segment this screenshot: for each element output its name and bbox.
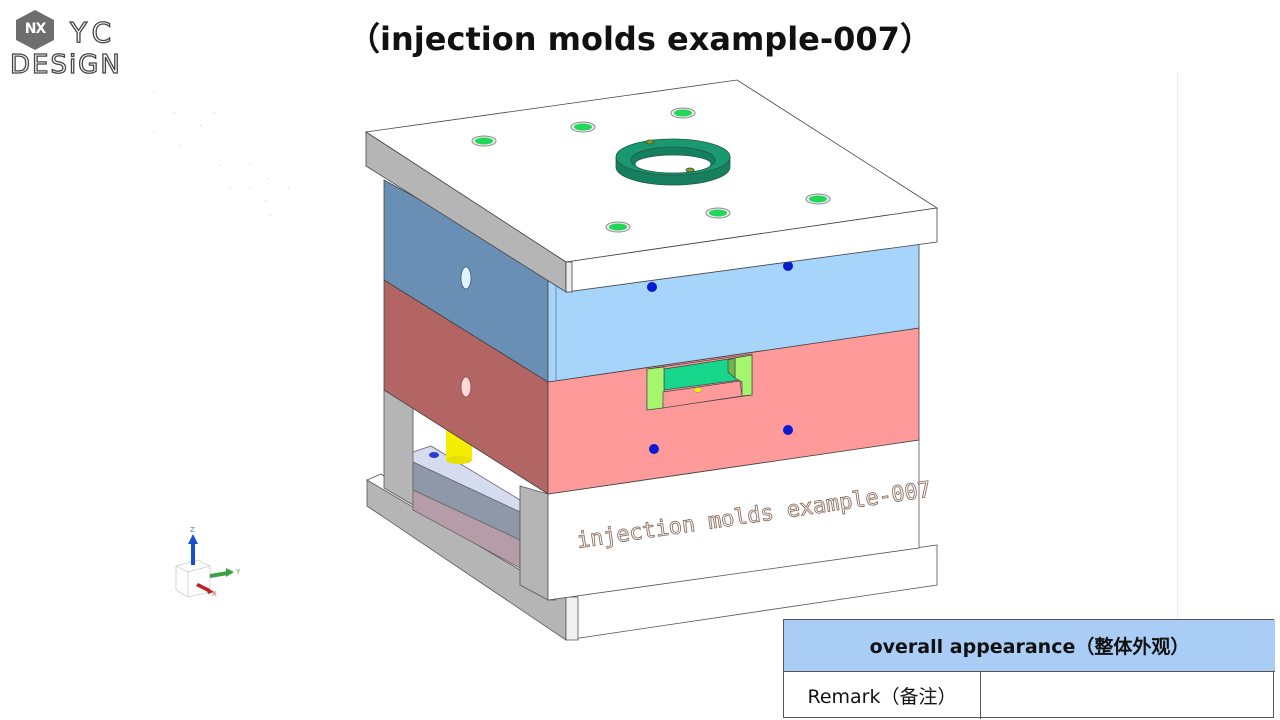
axis-triad[interactable]: Z Y X <box>175 526 241 598</box>
z-axis-arrow <box>188 534 198 565</box>
screw-head <box>705 207 731 219</box>
viewport-border <box>1177 72 1178 632</box>
cavity-insert <box>646 353 753 411</box>
screw-head <box>670 107 696 119</box>
mold-3d-view[interactable]: injection molds example-007 Z Y X <box>0 60 1280 660</box>
nx-hexagon-icon <box>16 10 54 50</box>
x-axis-arrow <box>196 583 214 594</box>
info-table: overall appearance（整体外观） Remark（备注） <box>783 619 1275 719</box>
y-axis-arrow <box>210 568 234 578</box>
screw-head <box>570 121 596 133</box>
logo-badge-text: NX <box>24 21 47 37</box>
remark-label: Remark（备注） <box>784 672 981 719</box>
remark-value[interactable] <box>981 672 1275 719</box>
x-axis-label: X <box>212 590 217 598</box>
render-noise <box>154 92 289 216</box>
screw-head <box>471 135 497 147</box>
y-axis-label: Y <box>235 568 241 576</box>
logo-line2: DESiGN <box>9 49 122 80</box>
screw-head <box>805 193 831 205</box>
z-axis-label: Z <box>190 526 195 534</box>
yc-design-logo: NX YC DESiGN <box>8 8 128 81</box>
info-table-row: Remark（备注） <box>784 672 1275 719</box>
locating-ring <box>615 138 731 186</box>
info-table-header: overall appearance（整体外观） <box>784 620 1275 672</box>
page-title: （injection molds example-007） <box>348 20 932 58</box>
logo-line1: YC <box>69 15 118 49</box>
screw-heads <box>471 107 831 233</box>
support-pillar-back <box>383 389 414 506</box>
cooling-holes <box>647 261 793 454</box>
screw-head <box>605 221 631 233</box>
